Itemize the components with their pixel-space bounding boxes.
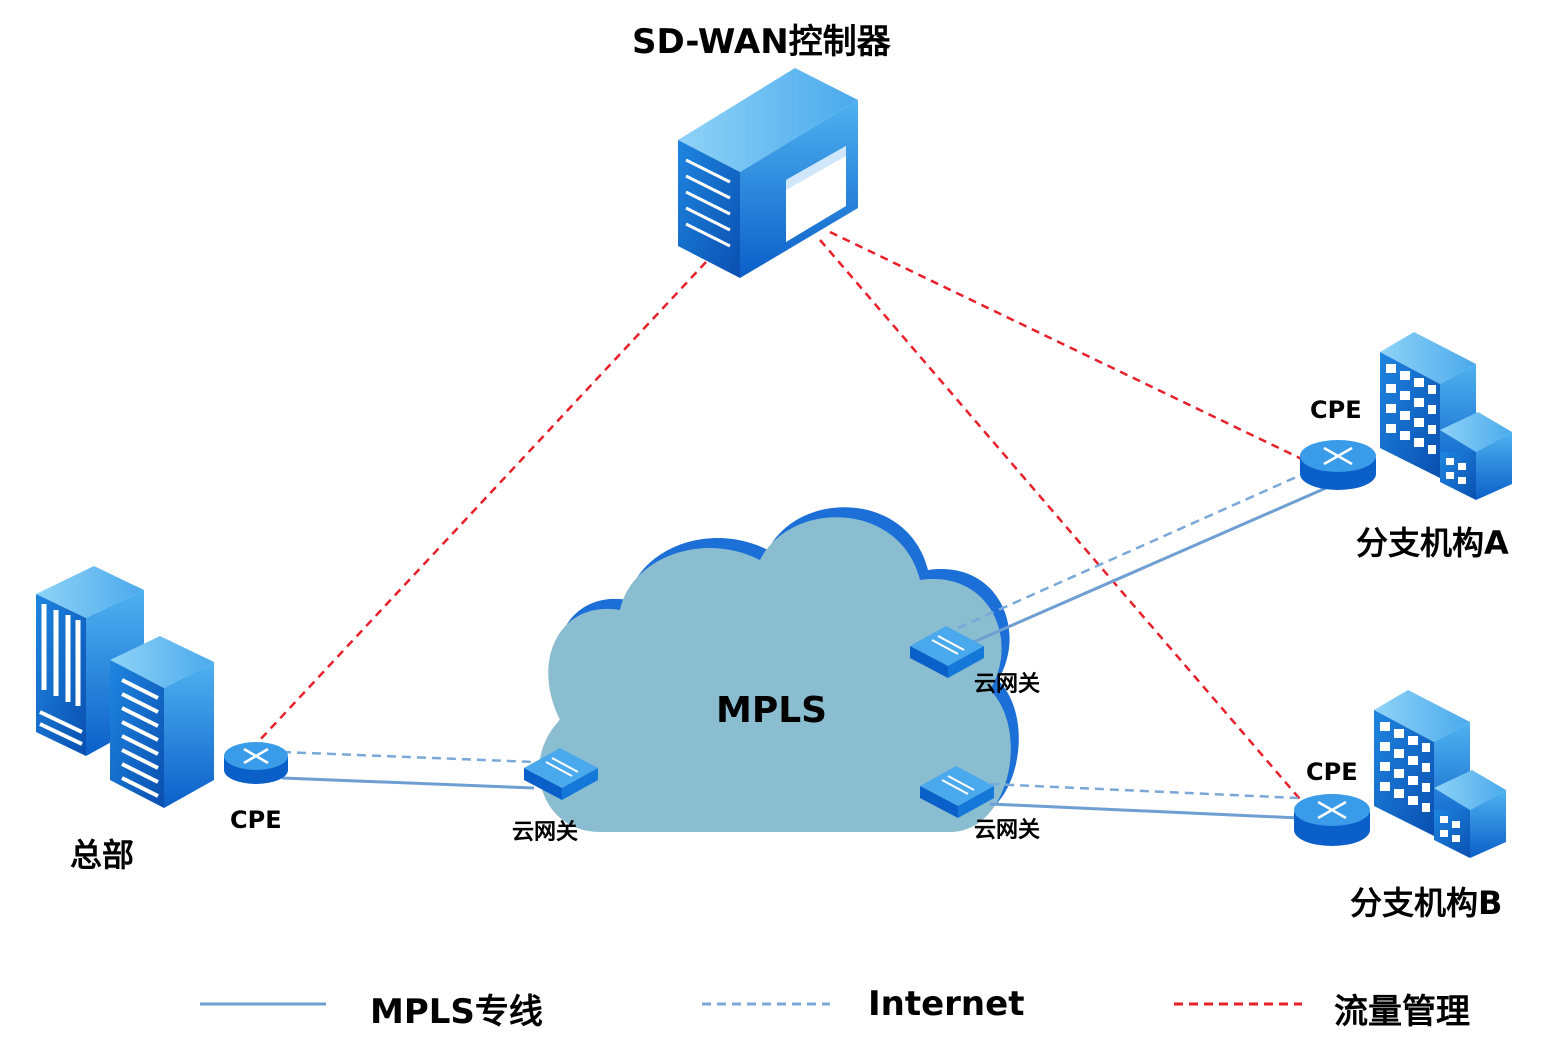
traffic-line-branch-b [819, 239, 1306, 806]
legend-mpls-label: MPLS专线 [370, 992, 543, 1032]
gateway-2-label: 云网关 [974, 672, 1041, 697]
internet-line-hq [281, 750, 535, 764]
cloud-gateway-1-icon [524, 748, 598, 800]
traffic-line-branch-a [829, 230, 1309, 464]
branch-a-building-icon [1380, 332, 1512, 500]
internet-line-branch-a [957, 468, 1313, 630]
mpls-line-branch-b [989, 802, 1301, 820]
branch-b-label: 分支机构B [1350, 884, 1503, 922]
legend-internet-label: Internet [868, 984, 1025, 1024]
traffic-line-hq [257, 261, 707, 743]
branch-a-cpe-label: CPE [1310, 396, 1362, 424]
cpe-router-branch-a-icon [1300, 440, 1376, 490]
mpls-cloud [539, 507, 1019, 832]
cpe-router-hq-icon [224, 742, 288, 784]
mpls-lines [281, 486, 1327, 820]
branch-b-building-icon [1374, 690, 1506, 858]
cloud-gateway-2-icon [910, 626, 984, 678]
internet-line-branch-b [989, 782, 1299, 800]
internet-lines [281, 468, 1313, 800]
mpls-line-hq [281, 776, 535, 790]
hq-cpe-label: CPE [230, 806, 282, 834]
cloud-gateway-3-icon [920, 766, 994, 818]
gateway-1-label: 云网关 [512, 820, 579, 845]
headquarters-label: 总部 [70, 836, 135, 874]
gateway-3-label: 云网关 [974, 818, 1041, 843]
cpe-router-branch-b-icon [1294, 794, 1370, 846]
datacenter-servers-icon [36, 566, 214, 808]
legend-traffic-label: 流量管理 [1334, 992, 1470, 1032]
branch-b-cpe-label: CPE [1306, 758, 1358, 786]
traffic-management-lines [257, 230, 1309, 806]
branch-a-label: 分支机构A [1356, 524, 1509, 562]
mpls-line-branch-a [959, 486, 1327, 650]
controller-server-icon [678, 68, 858, 278]
mpls-cloud-label: MPLS [716, 690, 828, 731]
controller-label: SD-WAN控制器 [632, 22, 891, 62]
